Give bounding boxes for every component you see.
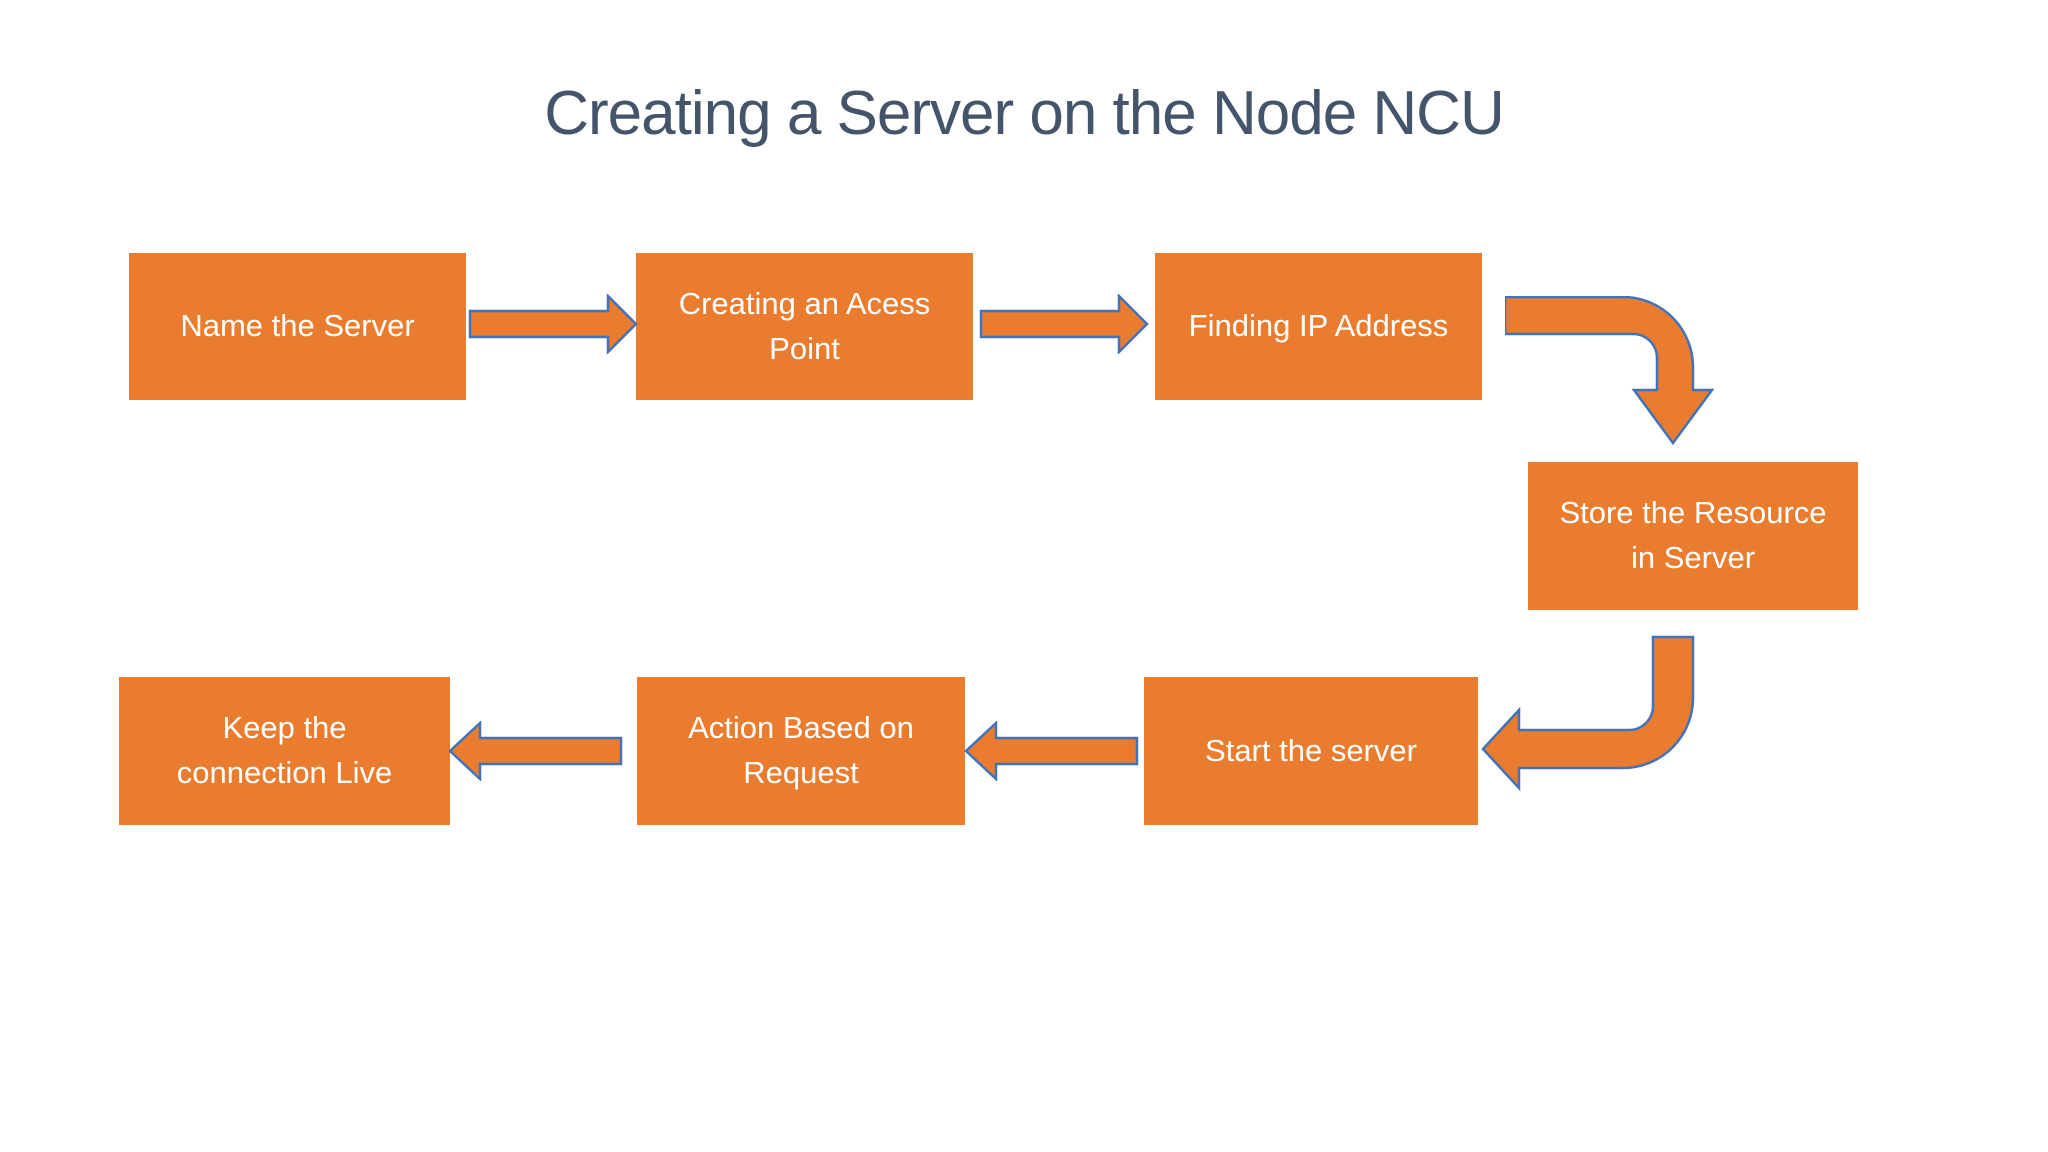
right-arrow-icon-name-server-to-access-point [468,294,638,354]
node-label: Action Based on Request [688,710,914,790]
flow-node-finding-ip-address: Finding IP Address [1155,253,1482,400]
slide-title: Creating a Server on the Node NCU [544,79,1504,148]
bent-left-arrow-icon-store-resource-to-start-server [1481,635,1695,792]
bent-down-arrow-icon-finding-ip-to-store-resource [1505,296,1715,446]
node-label: Creating an Acess Point [678,285,931,366]
left-arrow-icon-action-request-to-keep-connection [448,721,623,781]
left-arrow-icon-start-server-to-action-request [964,721,1139,781]
flow-node-creating-an-acess-point: Creating an Acess Point [636,253,973,400]
flow-node-store-the-resource-in-server: Store the Resource in Server [1528,462,1858,610]
flow-node-keep-the-connection-live: Keep the connection Live [119,677,450,825]
node-label: Store the Resource in Server [1559,495,1827,575]
flow-node-action-based-on-request: Action Based on Request [637,677,965,825]
flow-node-start-the-server: Start the server [1144,677,1478,825]
flow-node-name-the-server: Name the Server [129,253,466,400]
node-label: Keep the connection Live [176,710,393,790]
node-label: Name the Server [180,308,415,344]
right-arrow-icon-access-point-to-finding-ip [979,294,1149,354]
node-label: Start the server [1205,732,1417,768]
node-label: Finding IP Address [1188,308,1449,344]
